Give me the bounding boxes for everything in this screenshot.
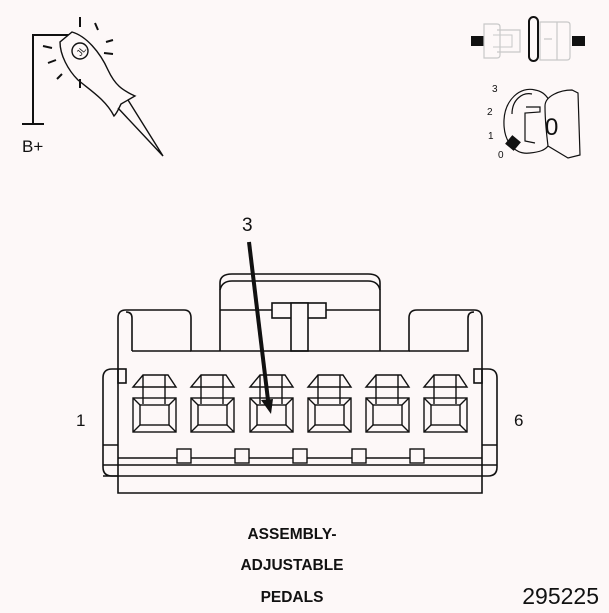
callout-arrow bbox=[247, 241, 273, 414]
figure-number: 295225 bbox=[522, 583, 599, 609]
key-position-3: 3 bbox=[492, 84, 498, 95]
cavity-2 bbox=[189, 374, 236, 433]
callout-label: 3 bbox=[242, 215, 253, 236]
pin-label-left: 1 bbox=[76, 411, 86, 430]
title-line-2: ADJUSTABLE bbox=[240, 557, 344, 574]
cavity-3 bbox=[248, 374, 295, 433]
title-line-3: PEDALS bbox=[260, 589, 324, 606]
bottom-keys bbox=[176, 448, 425, 464]
disconnected-connector-icon bbox=[471, 16, 585, 62]
title-line-1: ASSEMBLY- bbox=[247, 526, 337, 543]
cavity-4 bbox=[306, 374, 353, 433]
pin-label-right: 6 bbox=[514, 411, 524, 430]
key-current-position: 0 bbox=[545, 114, 559, 141]
cavity-5 bbox=[364, 374, 411, 433]
key-position-2: 2 bbox=[487, 107, 493, 118]
cavity-6 bbox=[422, 374, 469, 433]
cavity-row bbox=[131, 374, 469, 433]
test-lamp-icon: JL bbox=[22, 17, 164, 157]
b-plus-label: B+ bbox=[22, 137, 44, 156]
cavity-1 bbox=[131, 374, 178, 433]
key-position-1: 1 bbox=[488, 131, 494, 142]
key-position-0: 0 bbox=[498, 150, 504, 161]
ignition-key-icon bbox=[503, 88, 581, 159]
